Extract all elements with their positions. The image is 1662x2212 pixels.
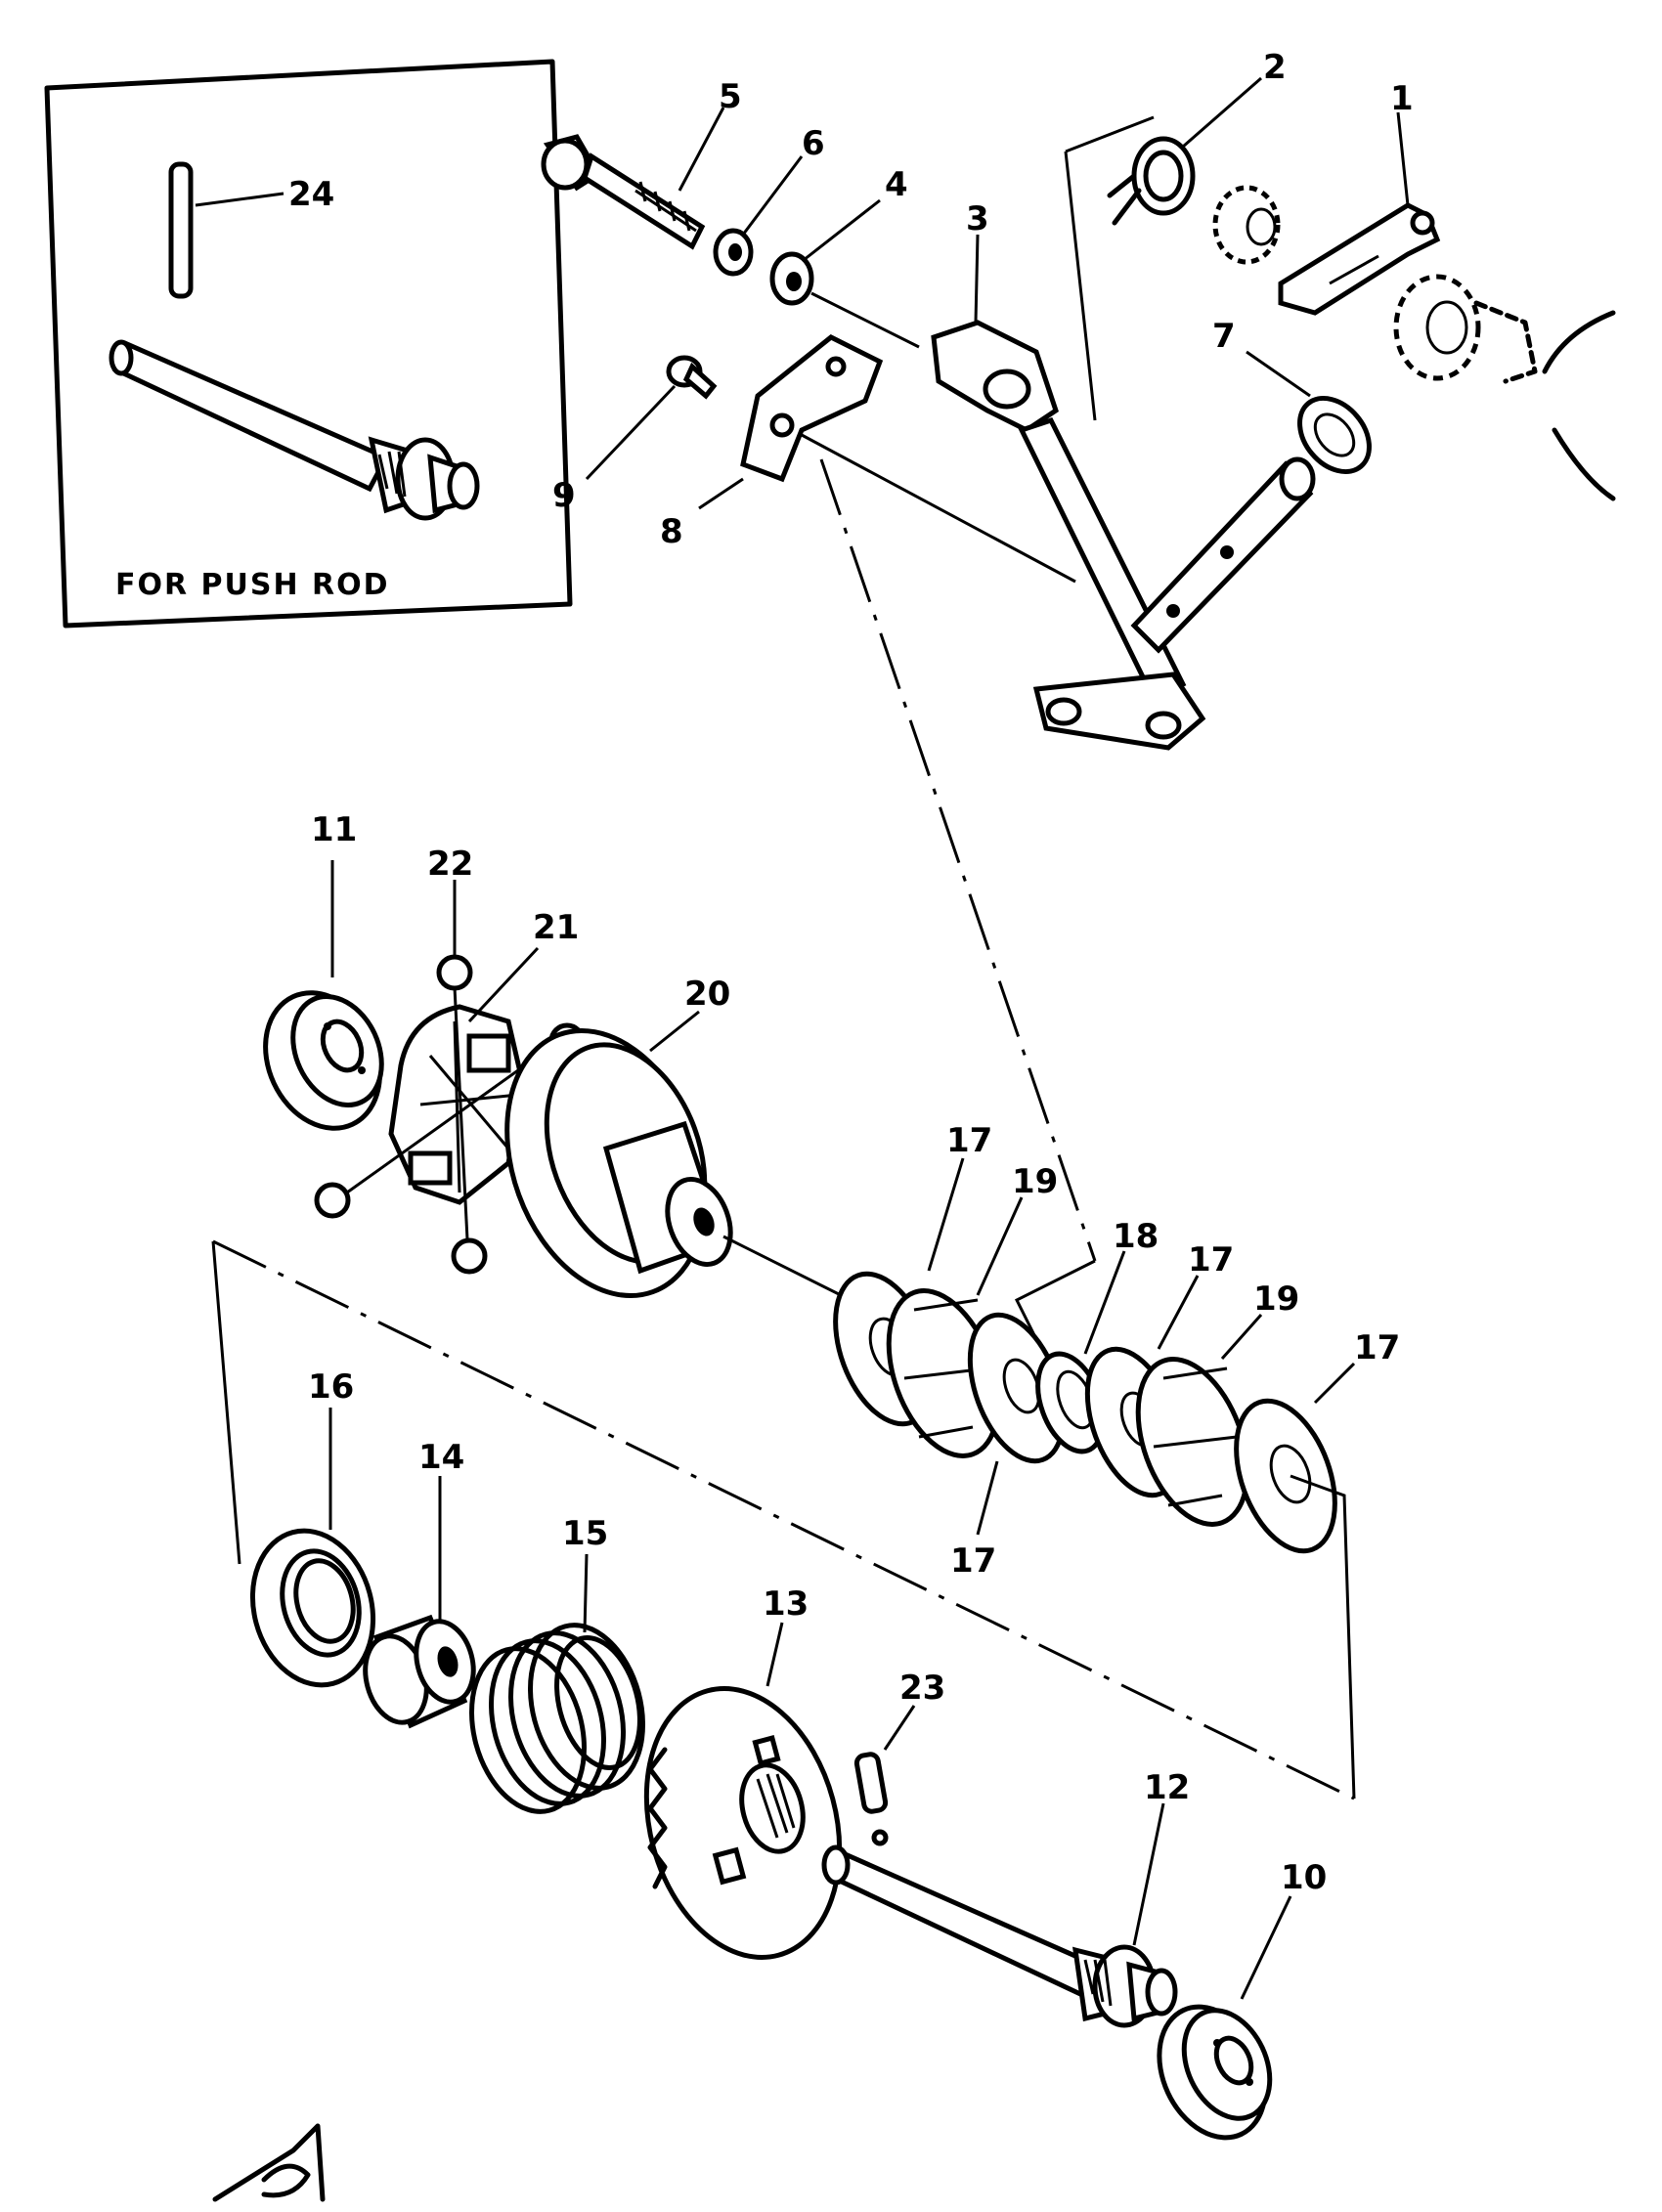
label-5: 5 <box>719 77 742 116</box>
part-7-oil-seal <box>1297 395 1372 475</box>
label-11: 11 <box>311 810 357 849</box>
part-12-kick-shaft <box>821 1829 1178 2028</box>
center-line-lever <box>819 458 1097 1262</box>
label-2: 2 <box>1263 48 1287 87</box>
label-17b: 17 <box>1188 1240 1234 1279</box>
part-23-pin <box>853 1752 889 1814</box>
label-17c: 17 <box>950 1541 996 1581</box>
label-9: 9 <box>552 476 576 515</box>
push-rod-inset: 24 FOR PUSH ROD <box>44 59 573 629</box>
label-4: 4 <box>885 165 908 204</box>
kick-axle-shaft <box>1130 456 1316 654</box>
label-7: 7 <box>1212 317 1236 356</box>
label-17d: 17 <box>1354 1328 1400 1367</box>
label-23: 23 <box>899 1669 945 1708</box>
label-14: 14 <box>418 1438 464 1477</box>
label-8: 8 <box>660 512 683 551</box>
part-17-washer-b <box>967 1312 1067 1464</box>
label-20: 20 <box>684 975 730 1014</box>
part-11-bearing <box>263 990 384 1131</box>
label-22: 22 <box>427 845 473 884</box>
label-15: 15 <box>562 1514 608 1553</box>
part-4-washer <box>769 251 814 306</box>
part-3-kick-lever <box>931 320 1206 751</box>
part-24-pin <box>168 161 194 299</box>
label-17a: 17 <box>946 1121 992 1160</box>
part-6-washer <box>713 228 754 277</box>
label-6: 6 <box>802 124 825 163</box>
part-9-bolt <box>666 355 718 400</box>
part-16-oil-seal <box>249 1528 376 1688</box>
crankcase-boss <box>1393 274 1616 501</box>
part-1-stopper-plate <box>1278 202 1441 316</box>
label-10: 10 <box>1281 1858 1327 1897</box>
label-13: 13 <box>763 1584 809 1624</box>
part-21-spring-holder <box>388 1004 526 1205</box>
label-19a: 19 <box>1012 1162 1058 1201</box>
label-24: 24 <box>288 175 334 214</box>
spring-guide <box>1212 185 1281 265</box>
front-direction-mark <box>212 2123 326 2202</box>
center-line-shaft <box>212 1239 1355 1800</box>
part-10-bearing <box>1157 2004 1273 2141</box>
label-19b: 19 <box>1253 1279 1299 1319</box>
part-2-return-spring <box>1107 136 1196 226</box>
part-8-stopper <box>740 334 884 483</box>
part-17-washer-d <box>1234 1398 1337 1554</box>
inset-caption: FOR PUSH ROD <box>115 568 390 602</box>
part-5-bolt <box>541 134 706 250</box>
part-14-collar <box>363 1614 476 1729</box>
label-1: 1 <box>1390 79 1414 118</box>
label-18: 18 <box>1113 1217 1159 1256</box>
label-21: 21 <box>533 908 579 947</box>
push-rod-shaft <box>109 339 480 521</box>
label-16: 16 <box>308 1367 354 1407</box>
label-3: 3 <box>966 199 989 239</box>
part-13-kick-gear <box>643 1686 843 1960</box>
label-12: 12 <box>1144 1768 1190 1807</box>
part-20-ratchet-wheel <box>504 1027 733 1299</box>
part-15-torsion-spring <box>468 1623 646 1814</box>
